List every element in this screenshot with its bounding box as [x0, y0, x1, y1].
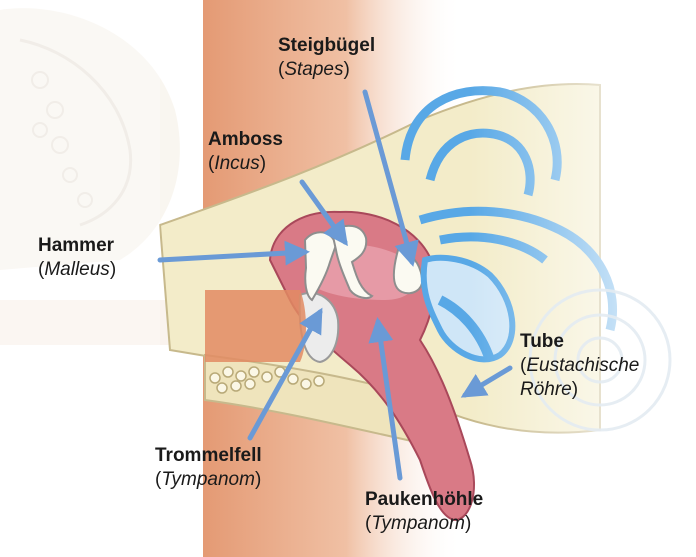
label-stapes-latin: Stapes [284, 59, 343, 80]
label-cavity: Paukenhöhle (Tympanom) [365, 488, 483, 536]
label-stapes-name: Steigbügel [278, 34, 375, 58]
label-cavity-latin: Tympanom [371, 513, 465, 534]
label-malleus-latin: Malleus [44, 259, 109, 280]
label-incus: Amboss (Incus) [208, 128, 283, 176]
label-tube: Tube (Eustachische Röhre) [520, 330, 639, 401]
label-malleus: Hammer (Malleus) [38, 234, 116, 282]
label-stapes: Steigbügel (Stapes) [278, 34, 375, 82]
label-tube-name: Tube [520, 330, 639, 354]
label-tube-latin-line2: Röhre [520, 379, 572, 400]
label-incus-latin: Incus [214, 153, 259, 174]
label-incus-name: Amboss [208, 128, 283, 152]
label-eardrum-name: Trommelfell [155, 444, 262, 468]
label-malleus-name: Hammer [38, 234, 116, 258]
label-eardrum: Trommelfell (Tympanom) [155, 444, 262, 492]
label-tube-latin: Eustachische [526, 355, 639, 376]
label-eardrum-latin: Tympanom [161, 469, 255, 490]
label-cavity-name: Paukenhöhle [365, 488, 483, 512]
